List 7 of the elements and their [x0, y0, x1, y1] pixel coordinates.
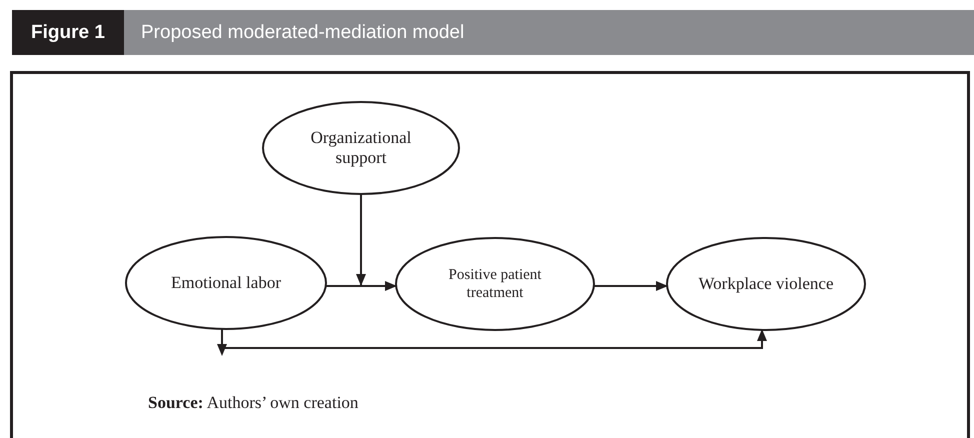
figure-number: Figure 1	[12, 10, 124, 55]
source-note: Source: Authors’ own creation	[148, 393, 358, 413]
figure-title: Proposed moderated-mediation model	[141, 20, 464, 44]
variable-label: Positive patient treatment	[448, 266, 542, 302]
variable-label: Workplace violence	[697, 274, 835, 294]
variable-label: Organizational support	[310, 128, 412, 168]
variable-label: Emotional labor	[170, 272, 282, 294]
